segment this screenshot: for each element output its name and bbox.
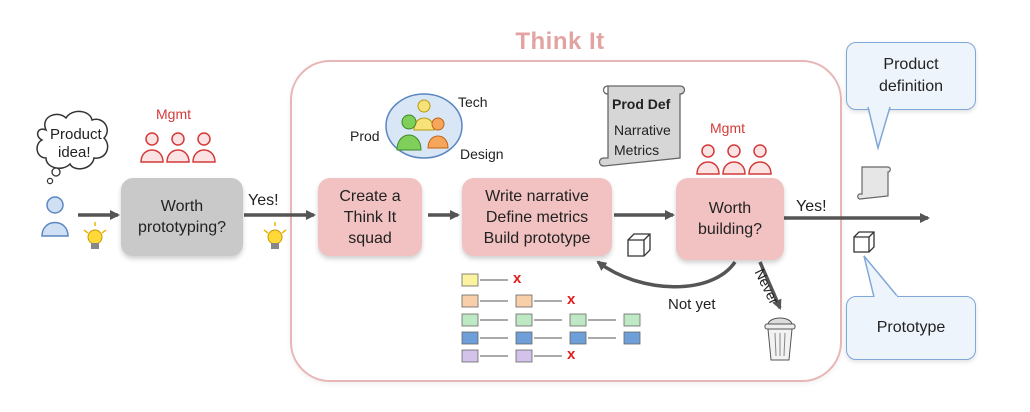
iteration-cubes [461,273,641,363]
create-squad-line-2: Think It [343,208,397,226]
reject-mark-2: x [567,291,576,308]
role-prod: Prod [350,128,380,144]
mgmt-label-right: Mgmt [710,120,745,136]
prod-def-title: Prod Def [612,96,671,112]
callout-tail-bottom [863,255,899,299]
worth-building-line-1: Worth [708,200,752,217]
write-narrative-line-3: Build prototype [483,229,591,247]
lightbulb-icon [83,222,107,249]
stage-title: Think It [515,28,605,55]
create-squad-box: Create a Think It squad [318,178,422,256]
worth-building-box: Worth building? [676,178,784,260]
role-tech: Tech [458,94,488,110]
product-definition-callout: Product definition [846,42,976,110]
prototype-label: Prototype [876,319,946,336]
role-design: Design [460,146,504,162]
thought-bubble-shape [36,110,109,185]
write-narrative-line-1: Write narrative [485,187,589,205]
product-definition-line-1: Product [883,56,939,73]
callout-tail-top [867,105,891,151]
prototype-callout: Prototype [846,296,976,360]
worth-building-line-2: building? [697,221,763,238]
worth-prototyping-box: Worth prototyping? [121,178,243,256]
cube-icon-output [853,231,875,253]
scroll-icon [598,85,686,167]
team-icon-left [140,132,216,163]
scroll-icon-output [857,166,891,200]
mgmt-label-left: Mgmt [156,106,191,122]
product-definition-line-2: definition [878,78,944,95]
arrow-never [758,261,782,310]
lightbulb-icon-2 [263,222,287,249]
worth-prototyping-line-1: Worth [160,198,204,215]
trash-can-icon [764,317,796,361]
write-narrative-line-2: Define metrics [485,208,589,226]
yes-label-left: Yes! [248,192,279,209]
reject-mark-1: x [513,270,522,287]
thought-line-1: Product [50,126,102,143]
thought-line-2: idea! [58,144,91,161]
squad-circle-icon [385,93,463,159]
worth-prototyping-line-2: prototyping? [137,219,227,236]
create-squad-line-3: squad [348,229,392,247]
team-icon-right [696,144,772,175]
person-icon [41,196,69,237]
prod-def-line-2: Metrics [614,142,660,158]
reject-mark-3: x [567,346,576,363]
cube-icon [627,233,651,257]
prod-def-line-1: Narrative [614,122,671,138]
yes-label-right: Yes! [796,198,827,215]
arrow-not-yet [596,260,737,289]
not-yet-label: Not yet [668,296,716,313]
create-squad-line-1: Create a [339,187,401,205]
